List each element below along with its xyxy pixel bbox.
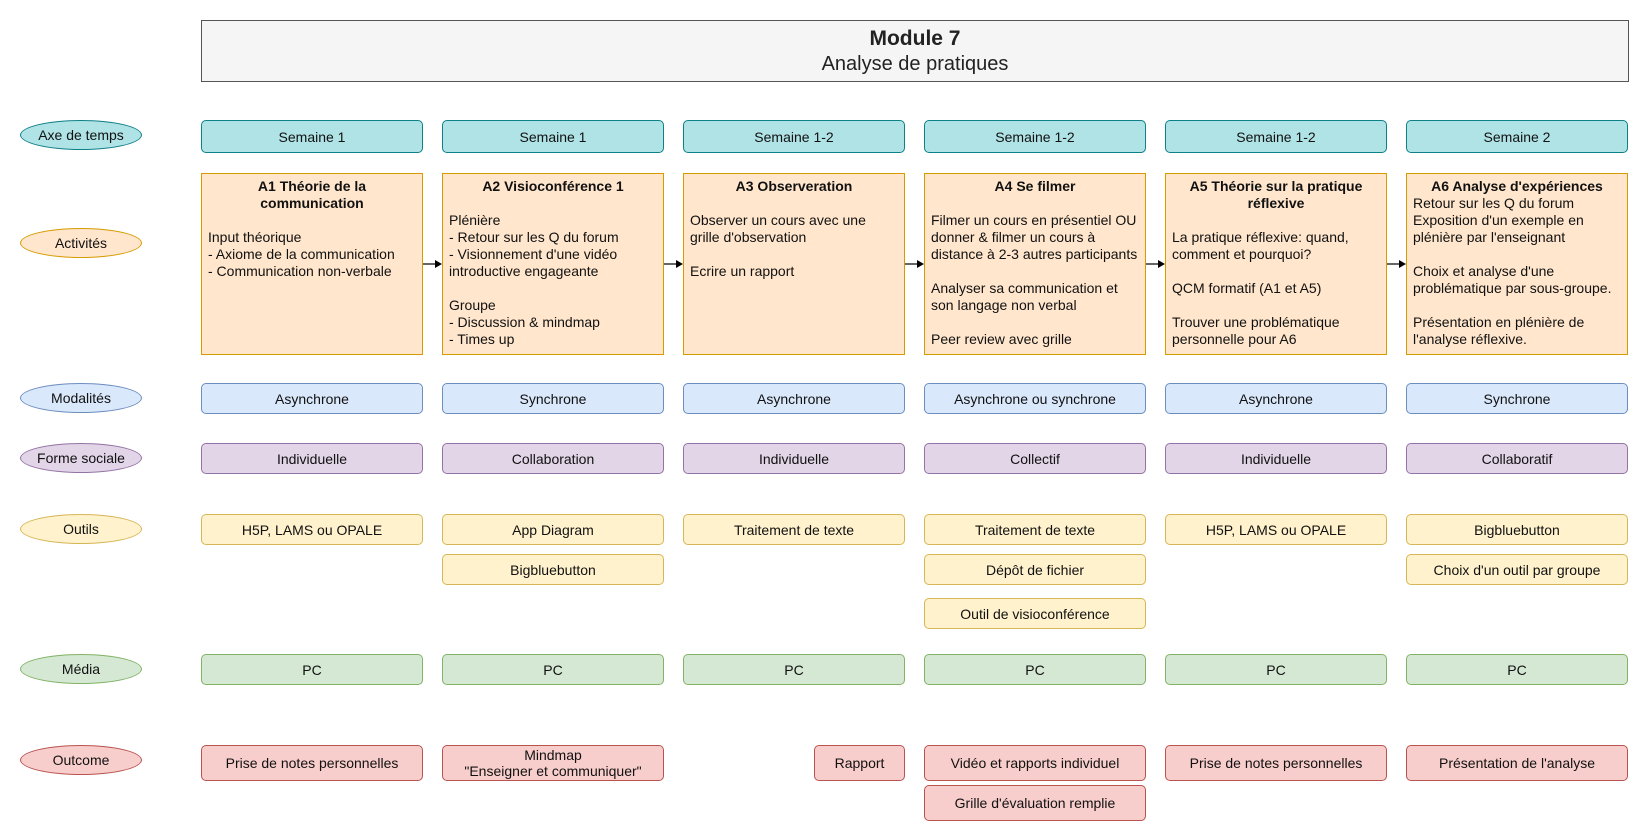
media-box-a6: PC [1406,654,1628,685]
flow-arrow-a5-a6 [1387,258,1406,270]
activity-box-a1: A1 Théorie de la communication Input thé… [201,173,423,355]
media-box-a3: PC [683,654,905,685]
lane-label-activities: Activités [20,228,142,258]
module-title-box: Module 7 Analyse de pratiques [201,20,1629,82]
social-box-a4: Collectif [924,443,1146,474]
tool-box: Traitement de texte [924,514,1146,545]
outcome-box: Mindmap "Enseigner et communiquer" [442,745,664,781]
lane-label-tools: Outils [20,514,142,544]
activity-body: Input théorique - Axiome de la communica… [208,229,395,279]
modality-box-a5: Asynchrone [1165,383,1387,414]
social-box-a3: Individuelle [683,443,905,474]
activity-title: A6 Analyse d'expériences [1431,178,1603,194]
lane-label-time: Axe de temps [20,120,142,150]
activity-box-a5: A5 Théorie sur la pratique réflexive La … [1165,173,1387,355]
activity-box-a3: A3 Observeration Observer un cours avec … [683,173,905,355]
outcome-box: Grille d'évaluation remplie [924,785,1146,821]
lane-label-outcome: Outcome [20,745,142,775]
activity-box-a4: A4 Se filmer Filmer un cours en présenti… [924,173,1146,355]
social-box-a2: Collaboration [442,443,664,474]
activity-body: Filmer un cours en présentiel OU donner … [931,212,1138,347]
media-box-a5: PC [1165,654,1387,685]
modality-box-a3: Asynchrone [683,383,905,414]
outcome-box: Rapport [814,745,905,781]
activity-body: Retour sur les Q du forum Exposition d'u… [1413,195,1612,347]
tool-box: Traitement de texte [683,514,905,545]
tool-box: H5P, LAMS ou OPALE [201,514,423,545]
modality-box-a2: Synchrone [442,383,664,414]
flow-arrow-a4-a5 [1146,258,1165,270]
flow-arrow-a1-a2 [423,258,442,270]
module-title: Module 7 [869,27,961,50]
activity-title: A5 Théorie sur la pratique réflexive [1189,178,1363,211]
week-box-a6: Semaine 2 [1406,120,1628,153]
modality-box-a1: Asynchrone [201,383,423,414]
tool-box: Dépôt de fichier [924,554,1146,585]
week-box-a1: Semaine 1 [201,120,423,153]
lane-label-modalities: Modalités [20,383,142,413]
flow-arrow-a3-a4 [905,258,924,270]
tool-box: App Diagram [442,514,664,545]
modality-box-a6: Synchrone [1406,383,1628,414]
lane-label-social: Forme sociale [20,443,142,473]
activity-box-a6: A6 Analyse d'expériences Retour sur les … [1406,173,1628,355]
week-box-a3: Semaine 1-2 [683,120,905,153]
activity-body: Observer un cours avec une grille d'obse… [690,212,866,279]
activity-title: A4 Se filmer [994,178,1076,194]
modality-box-a4: Asynchrone ou synchrone [924,383,1146,414]
social-box-a5: Individuelle [1165,443,1387,474]
activity-title: A2 Visioconférence 1 [482,178,624,194]
outcome-box: Prise de notes personnelles [1165,745,1387,781]
module-subtitle: Analyse de pratiques [821,53,1009,75]
week-box-a2: Semaine 1 [442,120,664,153]
outcome-box: Présentation de l'analyse [1406,745,1628,781]
outcome-box: Vidéo et rapports individuel [924,745,1146,781]
tool-box: Choix d'un outil par groupe [1406,554,1628,585]
tool-box: Outil de visioconférence [924,598,1146,629]
week-box-a4: Semaine 1-2 [924,120,1146,153]
activity-box-a2: A2 Visioconférence 1 Plénière - Retour s… [442,173,664,355]
social-box-a6: Collaboratif [1406,443,1628,474]
tool-box: H5P, LAMS ou OPALE [1165,514,1387,545]
activity-body: La pratique réflexive: quand, comment et… [1172,229,1349,347]
media-box-a2: PC [442,654,664,685]
activity-title: A1 Théorie de la communication [257,178,367,211]
tool-box: Bigbluebutton [442,554,664,585]
social-box-a1: Individuelle [201,443,423,474]
outcome-box: Prise de notes personnelles [201,745,423,781]
media-box-a1: PC [201,654,423,685]
flow-arrow-a2-a3 [664,258,683,270]
week-box-a5: Semaine 1-2 [1165,120,1387,153]
activity-body: Plénière - Retour sur les Q du forum - V… [449,212,619,347]
activity-title: A3 Observeration [735,178,853,194]
lane-label-media: Média [20,654,142,684]
media-box-a4: PC [924,654,1146,685]
tool-box: Bigbluebutton [1406,514,1628,545]
